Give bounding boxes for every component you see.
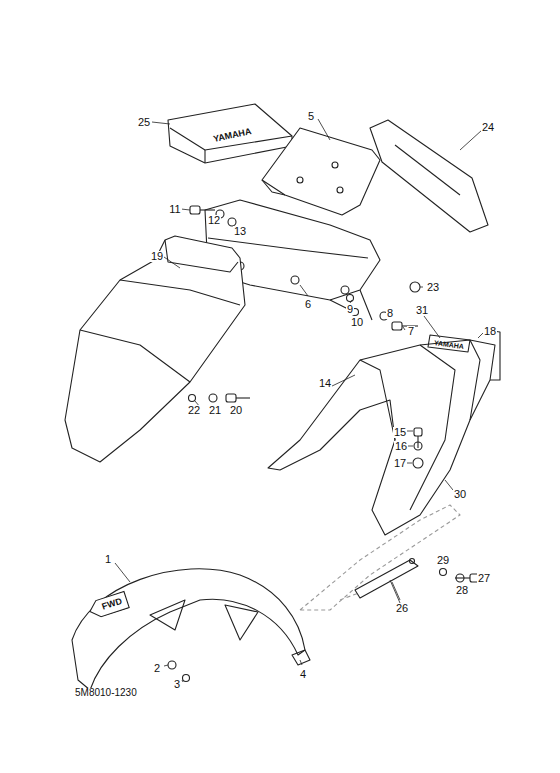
callout-number: 7 [407,326,415,337]
callout-number: 20 [229,405,243,416]
nut [410,282,420,292]
tail-tray [262,128,380,215]
frame-phantom [300,505,460,610]
arrow-shape [87,591,129,619]
callout-number: 4 [299,669,307,680]
callout-number: 17 [393,458,407,469]
callout-number: 24 [481,122,495,133]
callout-number: 11 [168,204,181,215]
callout-number: 3 [173,679,181,690]
callout-number: 19 [150,251,164,262]
callout-number: 6 [304,299,312,310]
callout-number: 23 [426,282,440,293]
fasteners [168,650,310,682]
inner-fender [65,236,245,462]
callout-number: 8 [386,308,394,319]
bolt-set [189,394,251,402]
callout-number: 30 [453,489,467,500]
callout-number: 1 [104,554,112,565]
callout-number: 9 [346,304,354,315]
callout-number: 14 [318,378,332,389]
callout-number: 22 [187,405,201,416]
callout-number: 12 [207,215,221,226]
decal [428,335,470,352]
callout-number: 18 [483,326,497,337]
callout-number: 5 [307,111,315,122]
bolt-set [440,569,481,583]
callout-number: 27 [477,573,491,584]
callout-number: 21 [208,405,222,416]
callout-number: 25 [137,117,151,128]
rear-cowl [268,330,500,535]
callout-number: 28 [455,585,469,596]
callout-number: 26 [395,603,409,614]
callout-number: 31 [415,305,429,316]
callout-number: 13 [233,226,247,237]
drawing-code: 5M8010-1230 [74,688,138,698]
callout-number: 10 [350,317,364,328]
license-plate-bracket [370,120,488,232]
callout-number: 15 [393,427,407,438]
callout-number: 16 [394,441,408,452]
callout-number: 2 [153,663,161,674]
bolt-set [190,206,236,226]
stay [355,559,418,599]
leader-lines [115,119,484,682]
front-fender [72,569,305,690]
screw-set [413,428,423,468]
callout-number: 29 [436,555,450,566]
seat-pad [168,104,292,163]
